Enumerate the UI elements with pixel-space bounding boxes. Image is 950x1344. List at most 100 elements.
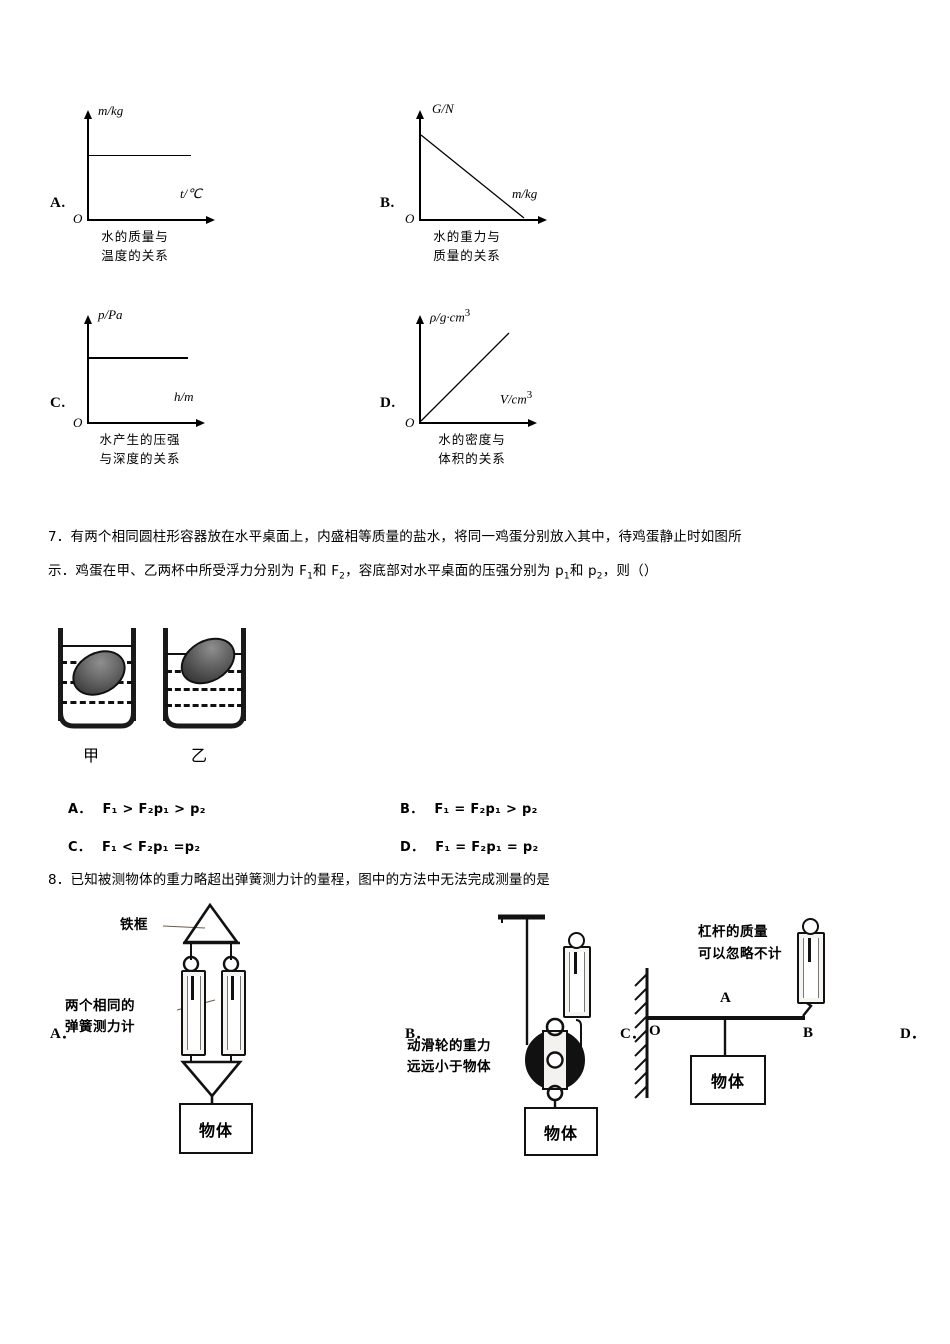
q8-a-object-box: 物体	[179, 1103, 253, 1154]
q8-a-annotation-left-line2: 弹簧测力计	[65, 1019, 135, 1035]
beaker-yi-egg	[172, 628, 244, 694]
q7-stem-part-b: 和 F	[313, 563, 340, 579]
graph-d-x-axis	[419, 422, 529, 424]
q8-c-point-o: O	[649, 1023, 661, 1039]
graph-c-x-axis	[87, 422, 197, 424]
graph-d-curve	[420, 332, 510, 422]
q7-option-b-text: F₁ = F₂p₁ > p₂	[434, 802, 538, 817]
graph-c-caption-line1: 水产生的压强	[99, 432, 181, 447]
graph-d-x-arrow-icon	[528, 419, 537, 427]
question7-stem-line2: 示．鸡蛋在甲、乙两杯中所受浮力分别为 F1和 F2，容底部对水平桌面的压强分别为…	[48, 554, 658, 594]
q8-b-annotation-line1: 动滑轮的重力	[407, 1038, 491, 1054]
q8-b-spring-scale	[563, 946, 591, 1018]
q8-b-annotation-line2: 远远小于物体	[407, 1059, 491, 1075]
beaker-jia-label: 甲	[83, 746, 100, 765]
graph-c-y-arrow-icon	[84, 315, 92, 324]
q7-option-a-letter: A．	[68, 802, 92, 817]
q8-c-object-box: 物体	[690, 1055, 766, 1105]
graph-b-x-label: m/kg	[512, 186, 538, 201]
q7-option-d-letter: D．	[400, 840, 425, 855]
q7-option-c-letter: C．	[68, 840, 92, 855]
beaker-yi-label: 乙	[191, 746, 208, 765]
q8-a-spring-scale-2	[221, 970, 246, 1056]
q8-c-spring-scale	[797, 932, 825, 1004]
q8-a-spring-scale-1	[181, 970, 206, 1056]
q7-option-a-text: F₁ > F₂p₁ > p₂	[102, 802, 206, 817]
graph-b-x-arrow-icon	[538, 216, 547, 224]
graph-d-y-arrow-icon	[416, 315, 424, 324]
graph-d-caption-line2: 体积的关系	[438, 451, 506, 466]
q7-option-d-text: F₁ = F₂p₁ = p₂	[435, 840, 539, 855]
q7-stem-part-e: ，则（）	[602, 563, 658, 579]
q7-stem-part-a: 示．鸡蛋在甲、乙两杯中所受浮力分别为 F	[48, 563, 308, 579]
graph-b-letter: B.	[380, 195, 395, 211]
graph-c-letter: C.	[50, 395, 66, 411]
beaker-yi-dash-3	[166, 704, 243, 707]
q7-option-a[interactable]: A． F₁ > F₂p₁ > p₂	[68, 798, 206, 817]
beaker-jia-bottom	[58, 688, 136, 729]
q7-sub-1: 1	[307, 571, 313, 582]
beaker-yi-bottom	[163, 688, 246, 729]
graph-d-x-label-main: V/cm	[500, 391, 527, 407]
beaker-jia-dash-3	[61, 701, 133, 704]
q7-option-b-letter: B．	[400, 802, 424, 817]
graph-c-y-axis	[87, 323, 89, 423]
q8-a-annotation-left-line1: 两个相同的	[65, 998, 135, 1014]
q8-b-pulley-rig	[498, 914, 585, 1108]
q7-option-b[interactable]: B． F₁ = F₂p₁ > p₂	[400, 798, 538, 817]
graph-d-y-label-main: ρ/g·cm	[430, 309, 465, 325]
q8-c-annotation-line2: 可以忽略不计	[698, 946, 782, 962]
q8-figure-b: B． 动滑轮的重力 远远小于物体	[400, 900, 630, 1160]
graph-b-caption-line1: 水的重力与	[433, 229, 501, 244]
q7-sub-3: 1	[563, 571, 570, 582]
q8-c-lever-rig	[634, 968, 813, 1099]
graph-a-caption-line1: 水的质量与	[101, 229, 169, 244]
graph-c-y-label: p/Pa	[98, 307, 123, 322]
graph-b-caption-line2: 质量的关系	[433, 248, 501, 263]
q8-c-annotation-line1: 杠杆的质量	[698, 924, 768, 940]
q8-b-object-box: 物体	[524, 1107, 598, 1156]
graph-a-curve	[88, 155, 191, 157]
graph-d-y-label-sup: 3	[464, 307, 471, 319]
q8-figure-c: C． 杠杆的质量 可以忽略不计 A O B	[615, 900, 950, 1160]
graph-b-origin: O	[405, 211, 415, 226]
q8-figure-d-letter: D．	[900, 1026, 926, 1042]
q7-option-d[interactable]: D． F₁ = F₂p₁ = p₂	[400, 836, 538, 855]
q7-sub-4: 2	[596, 571, 603, 582]
q8-c-point-a: A	[720, 990, 731, 1006]
beaker-jia-waterline	[61, 645, 133, 647]
graph-c-caption-line2: 与深度的关系	[99, 451, 181, 466]
graph-a-caption-line2: 温度的关系	[101, 248, 169, 263]
graph-d-y-axis	[419, 323, 421, 423]
q8-a-leader-lines	[162, 902, 243, 1104]
graph-d-letter: D.	[380, 395, 396, 411]
q8-b-scale-ring-icon	[568, 932, 585, 949]
graph-a-letter: A.	[50, 195, 66, 211]
graph-c-origin: O	[73, 415, 83, 430]
graph-a-origin: O	[73, 211, 83, 226]
graph-c-curve	[88, 357, 188, 359]
q7-option-c[interactable]: C． F₁ < F₂p₁ =p₂	[68, 836, 200, 855]
graph-a-x-axis	[87, 219, 207, 221]
graph-b-x-axis	[419, 219, 539, 221]
graph-a-y-axis	[87, 118, 89, 220]
graph-b-y-axis	[419, 118, 421, 220]
graph-c-x-label: h/m	[174, 389, 194, 404]
graph-a-x-label: t/℃	[180, 186, 202, 201]
q7-option-c-text: F₁ < F₂p₁ =p₂	[101, 840, 201, 855]
q7-stem-part-c: ，容底部对水平桌面的压强分别为 p	[345, 563, 564, 579]
graph-a-x-arrow-icon	[206, 216, 215, 224]
q8-figure-b-letter: B．	[405, 1026, 431, 1042]
q8-c-point-b: B	[803, 1025, 814, 1041]
q7-sub-2: 2	[339, 571, 346, 582]
graph-d-origin: O	[405, 415, 415, 430]
q8-figure-a: A． 铁框 两个相同的 弹簧测力计	[50, 900, 375, 1160]
question7-stem-line1: 7．有两个相同圆柱形容器放在水平桌面上，内盛相等质量的盐水，将同一鸡蛋分别放入其…	[48, 529, 742, 545]
graph-d-y-label: ρ/g·cm3	[430, 307, 470, 325]
graph-b-curve	[420, 134, 525, 219]
question8-stem: 8．已知被测物体的重力略超出弹簧测力计的量程，图中的方法中无法完成测量的是	[48, 872, 550, 888]
q8-figure-a-letter: A．	[50, 1026, 76, 1042]
graph-b-y-label: G/N	[432, 101, 454, 116]
graph-b-y-arrow-icon	[416, 110, 424, 119]
